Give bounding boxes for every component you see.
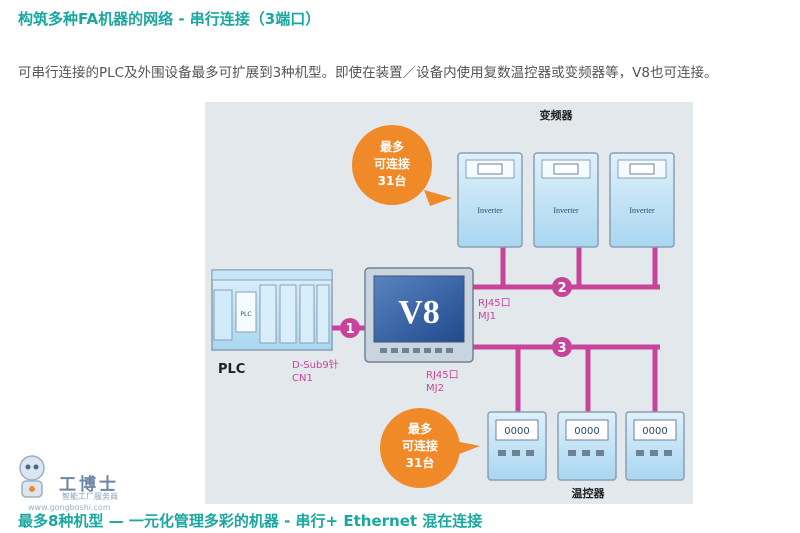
svg-text:31台: 31台 <box>406 455 435 470</box>
badge-1: 1 <box>340 318 360 338</box>
svg-text:0000: 0000 <box>574 426 599 437</box>
plc-device: PLC <box>211 269 333 351</box>
inverter-group-label: 变频器 <box>540 108 574 122</box>
page-title: 构筑多种FA机器的网络 - 串行连接（3端口） <box>18 10 321 28</box>
temp-controller-3: 0000 <box>625 411 685 481</box>
badge-3: 3 <box>552 337 572 357</box>
temp-controller-2: 0000 <box>557 411 617 481</box>
inverter-2: Inverter <box>533 152 599 248</box>
port-mj1-label: RJ45口 MJ1 <box>478 298 511 322</box>
robot-mascot-icon <box>19 455 45 498</box>
port-plc-label: D-Sub9针 CN1 <box>292 358 339 384</box>
hmi-label: V8 <box>398 294 440 331</box>
inverter-1: Inverter <box>457 152 523 248</box>
plc-unit-label: PLC <box>240 311 251 318</box>
svg-text:31台: 31台 <box>378 173 407 188</box>
svg-text:MJ1: MJ1 <box>478 311 496 322</box>
temp-controller-1: 0000 <box>487 411 547 481</box>
svg-text:Inverter: Inverter <box>629 206 655 215</box>
badge-2-text: 2 <box>557 281 566 296</box>
svg-text:可连接: 可连接 <box>402 438 438 453</box>
svg-text:最多: 最多 <box>380 139 404 154</box>
watermark-url: www.gongboshi.com <box>28 503 111 512</box>
svg-text:可连接: 可连接 <box>374 156 410 171</box>
temp-controller-group-label: 温控器 <box>572 486 606 500</box>
bubble-bottom: 最多 可连接 31台 <box>380 408 480 488</box>
section-title: 最多8种机型 — 一元化管理多彩的机器 - 串行+ Ethernet 混在连接 <box>18 512 483 530</box>
svg-text:Inverter: Inverter <box>553 206 579 215</box>
bubble-top: 最多 可连接 31台 <box>352 125 452 206</box>
port-mj2-label: RJ45口 MJ2 <box>426 370 459 394</box>
svg-text:CN1: CN1 <box>292 373 313 384</box>
badge-3-text: 3 <box>557 341 566 356</box>
svg-text:D-Sub9针: D-Sub9针 <box>292 358 339 371</box>
inverter-3: Inverter <box>609 152 675 248</box>
svg-text:RJ45口: RJ45口 <box>426 370 459 381</box>
badge-2: 2 <box>552 277 572 297</box>
watermark-name: 工博士 <box>59 475 119 495</box>
description-text: 可串行连接的PLC及外围设备最多可扩展到3种机型。即使在装置／设备内使用复数温控… <box>18 65 718 81</box>
watermark-subtitle: 智能工厂服务商 <box>62 492 118 501</box>
svg-text:最多: 最多 <box>408 421 432 436</box>
v8-hmi-device: V8 <box>364 267 474 363</box>
svg-text:RJ45口: RJ45口 <box>478 298 511 309</box>
svg-text:Inverter: Inverter <box>477 206 503 215</box>
svg-text:MJ2: MJ2 <box>426 383 444 394</box>
badge-1-text: 1 <box>345 322 354 337</box>
svg-text:0000: 0000 <box>504 426 529 437</box>
plc-label: PLC <box>218 362 245 377</box>
svg-text:0000: 0000 <box>642 426 667 437</box>
